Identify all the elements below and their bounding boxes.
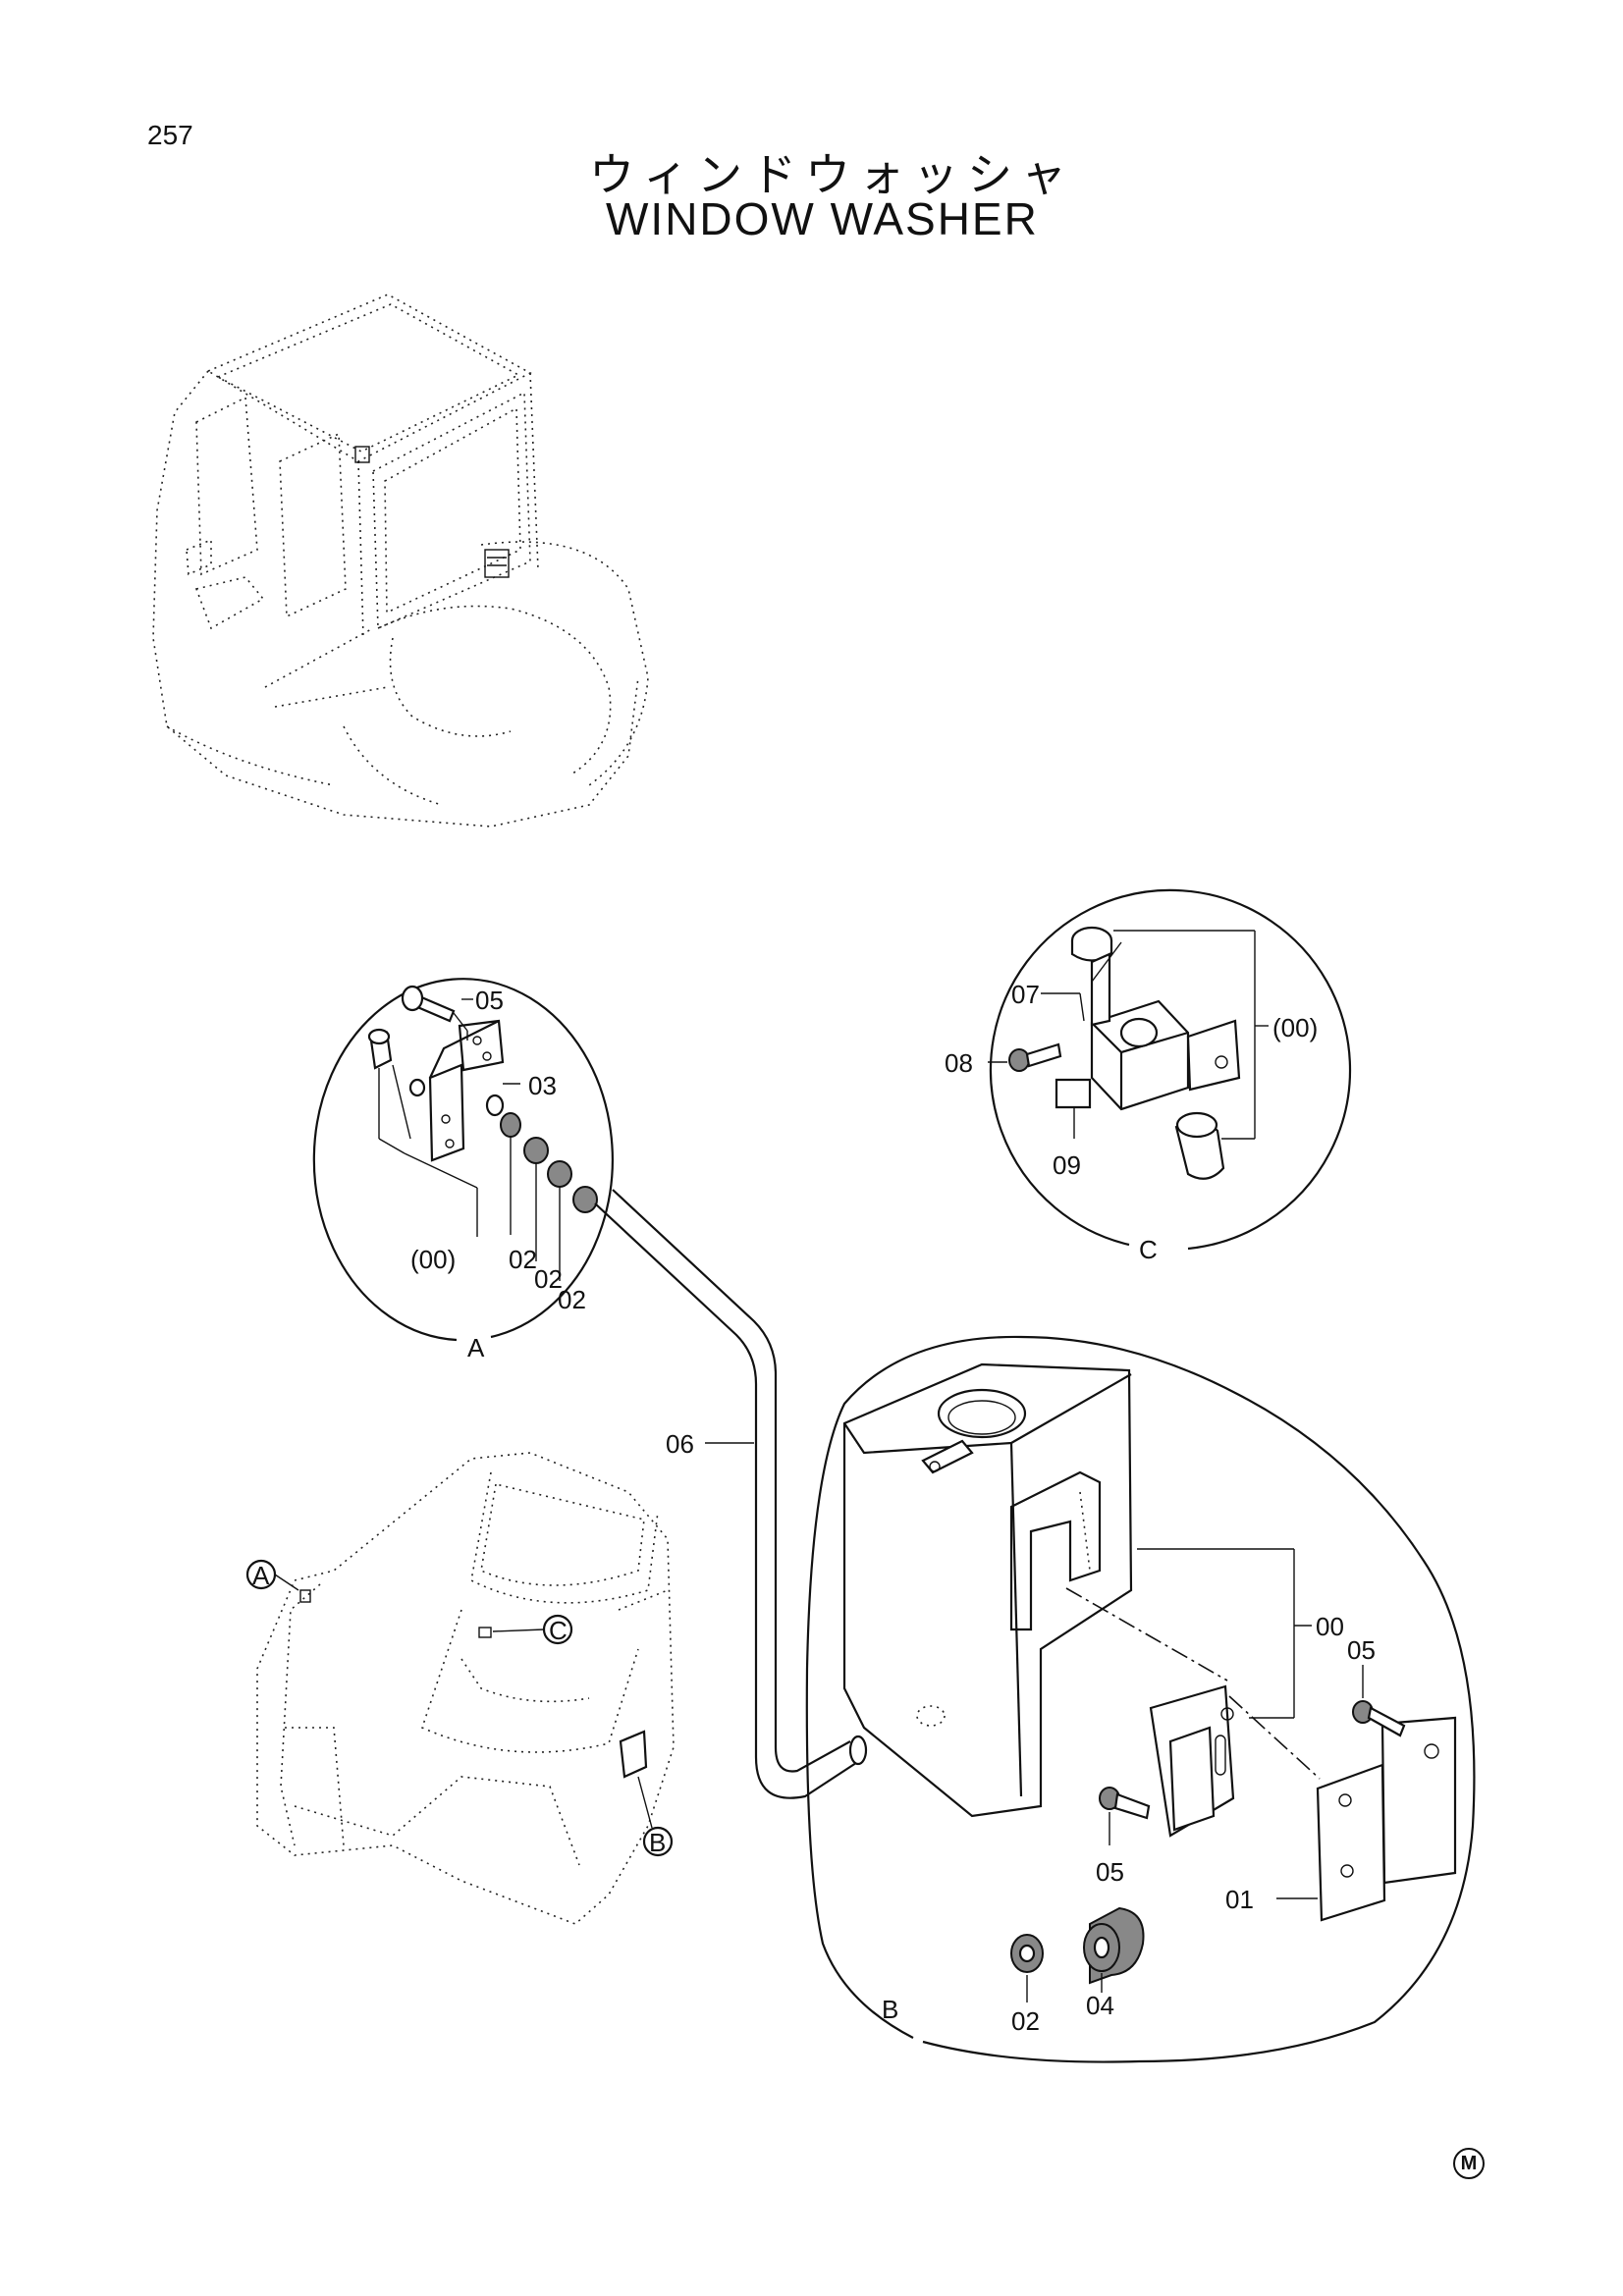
title-english: WINDOW WASHER [606,193,1039,244]
detail-a: 05 03 (00) 02 02 02 A [312,978,614,1362]
nut-02-a4 [572,1186,598,1213]
callout-07: 07 [1011,980,1040,1009]
callout-03: 03 [528,1071,557,1100]
bolt-08 [1008,1048,1030,1072]
callout-06: 06 [666,1429,694,1459]
callout-08: 08 [945,1048,973,1078]
callout-05-a: 05 [475,986,504,1015]
page-number: 257 [147,120,193,150]
washer-tank [842,1362,1133,1818]
callout-00-b: 00 [1316,1612,1344,1641]
washer-pump [1090,999,1190,1111]
cab-illustration [152,294,649,828]
cab-interior-illustration: A C B [245,1452,675,1925]
bracket-part [458,1019,505,1072]
hose-06: 06 [594,1189,868,1799]
detail-b: 00 05 05 01 02 04 B [805,1335,1476,2063]
location-c-letter: C [549,1616,568,1645]
nut-02-a2 [523,1137,549,1164]
callout-02-b: 02 [1011,2006,1040,2036]
callout-05-b2: 05 [1096,1857,1124,1887]
location-marker-b [642,1826,674,1857]
bracket-01 [1380,1716,1457,1885]
label-plate-09 [1055,1078,1092,1109]
detail-a-label: A [467,1333,485,1362]
nut-02-a1 [500,1112,521,1138]
detail-b-label: B [882,1995,898,2024]
title-japanese: ウィンドウォッシャ [589,148,1075,201]
callout-00-a: (00) [410,1245,456,1274]
washer-location-marker [484,549,510,578]
m-mark: M [1453,2148,1485,2179]
callout-01: 01 [1225,1885,1254,1914]
location-b-letter: B [649,1828,666,1857]
callout-05-b1: 05 [1347,1635,1376,1665]
callout-02-a1: 02 [509,1245,537,1274]
nut-02-a3 [547,1160,572,1188]
detail-c-label: C [1139,1235,1158,1264]
detail-c: 07 08 09 (00) C [945,888,1352,1264]
callout-09: 09 [1053,1150,1081,1180]
callout-04: 04 [1086,1991,1114,2020]
callout-00-c: (00) [1272,1013,1318,1042]
callout-02-a2: 02 [534,1264,563,1294]
location-a-letter: A [252,1561,270,1590]
callout-02-a3: 02 [558,1285,586,1314]
